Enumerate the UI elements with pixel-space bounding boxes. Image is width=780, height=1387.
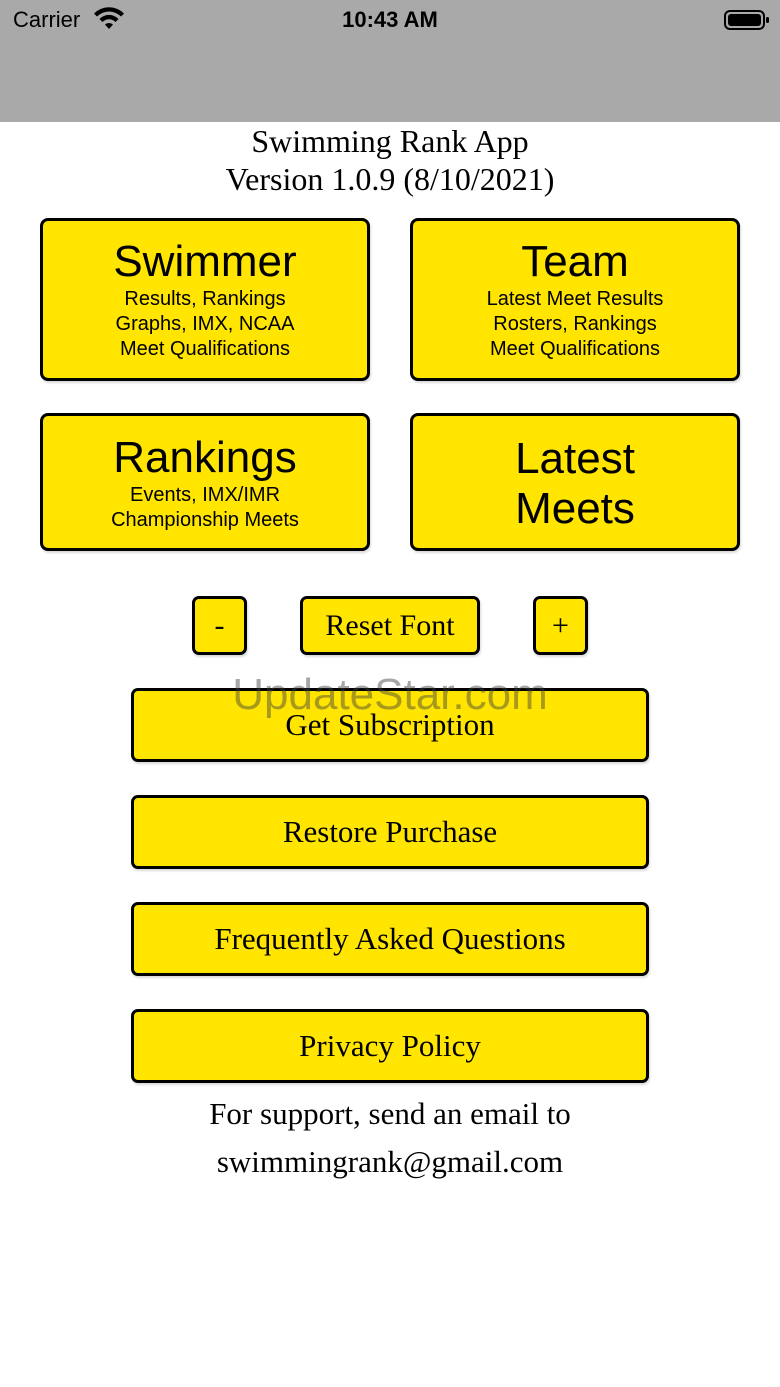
increase-font-button[interactable]: + (533, 596, 588, 655)
team-tile-title: Team (521, 237, 629, 286)
carrier-label: Carrier (13, 7, 81, 32)
get-subscription-button[interactable]: Get Subscription (131, 688, 649, 762)
privacy-policy-button[interactable]: Privacy Policy (131, 1009, 649, 1083)
app-title: Swimming Rank App (251, 123, 529, 159)
battery-icon (724, 10, 769, 30)
faq-button[interactable]: Frequently Asked Questions (131, 902, 649, 976)
support-line: For support, send an email to (209, 1096, 571, 1131)
swimmer-tile-line: Results, Rankings (124, 288, 286, 310)
swimmer-tile-line: Meet Qualifications (119, 338, 291, 360)
rankings-tile-line: Events, IMX/IMR (129, 484, 281, 506)
restore-purchase-button[interactable]: Restore Purchase (131, 795, 649, 869)
decrease-font-button[interactable]: - (192, 596, 247, 655)
latest-meets-title-line2: Meets (515, 484, 635, 533)
latest-meets-title-line1: Latest (515, 434, 635, 483)
latest-meets-tile-button[interactable]: Latest Meets (410, 413, 740, 551)
wifi-icon (94, 7, 124, 29)
rankings-tile-title: Rankings (113, 433, 297, 482)
team-tile-line: Rosters, Rankings (493, 313, 657, 335)
support-email-link[interactable]: swimmingrank@gmail.com (216, 1144, 564, 1179)
team-tile-line: Latest Meet Results (486, 288, 664, 310)
team-tile-button[interactable]: Team Latest Meet Results Rosters, Rankin… (410, 218, 740, 381)
support-text: For support, send an email to swimmingra… (0, 1090, 780, 1186)
rankings-tile-line: Championship Meets (111, 509, 299, 531)
status-bar: Carrier 10:43 AM (0, 0, 780, 122)
team-tile-line: Meet Qualifications (489, 338, 661, 360)
swimmer-tile-title: Swimmer (113, 237, 297, 286)
rankings-tile-button[interactable]: Rankings Events, IMX/IMR Championship Me… (40, 413, 370, 551)
app-version: Version 1.0.9 (8/10/2021) (225, 161, 555, 197)
swimmer-tile-button[interactable]: Swimmer Results, Rankings Graphs, IMX, N… (40, 218, 370, 381)
swimmer-tile-line: Graphs, IMX, NCAA (115, 313, 295, 335)
clock: 10:43 AM (342, 7, 438, 32)
reset-font-button[interactable]: Reset Font (300, 596, 480, 655)
